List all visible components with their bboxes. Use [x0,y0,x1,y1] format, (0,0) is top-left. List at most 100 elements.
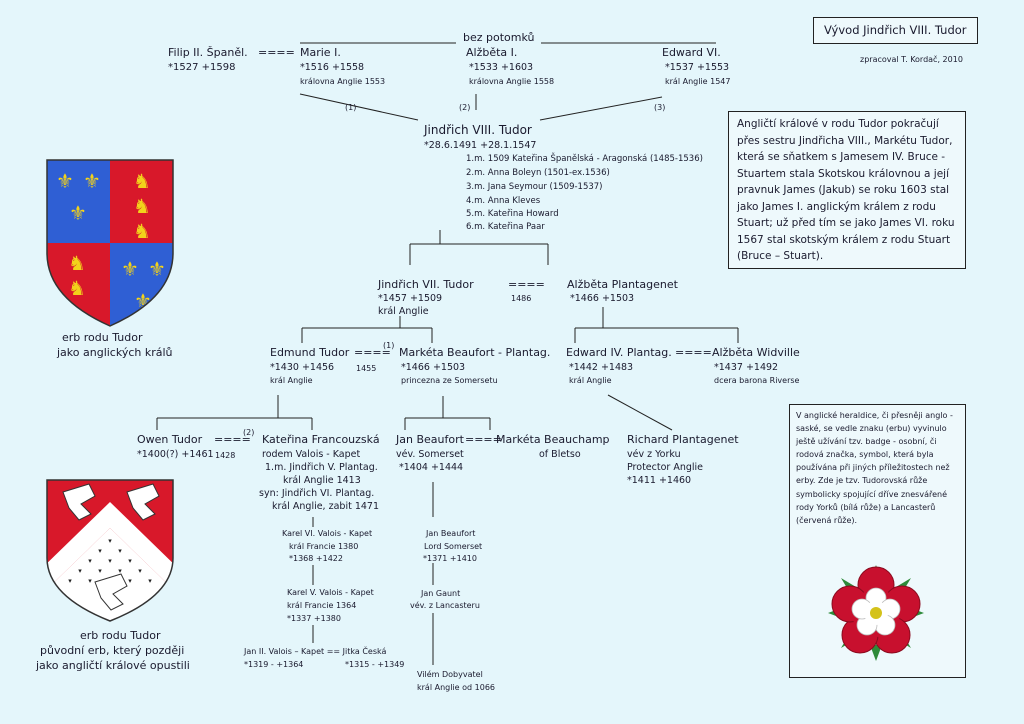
richard-name: Richard Plantagenet [627,433,739,446]
margaret-beaufort-name: Markéta Beaufort - Plantag. [399,346,551,359]
charles5-name: Karel V. Valois - Kapet [287,588,374,597]
tudor-royal-arms-shield: ⚜⚜⚜ ⚜⚜⚜ ♞♞♞ ♞♞♞ [46,159,174,327]
svg-text:▾: ▾ [118,547,122,555]
edmund-dates: *1430 +1456 [270,362,335,373]
tudor-rose-icon [828,565,924,661]
svg-text:▾: ▾ [128,577,132,585]
elizabeth-york-dates: *1466 +1503 [570,293,635,304]
alzbeta-num: (2) [459,103,471,112]
arms1-caption-line1: erb rodu Tudor [62,331,143,344]
edward4-name: Edward IV. Plantag. [566,346,672,359]
henry7-dates: *1457 +1509 [378,293,443,304]
jb-lord-title: Lord Somerset [424,542,483,551]
henry8-wife-6: 6.m. Kateřina Paar [466,222,545,232]
woodville-title: dcera barona Riverse [714,376,800,385]
edmund-marriage: ==== [354,346,391,359]
edmund-marriage-num: (1) [383,341,395,350]
marie-num: (1) [345,103,357,112]
edward4-title: král Anglie [569,376,612,385]
henry8-dates: *28.6.1491 +28.1.1547 [424,140,537,151]
svg-text:⚜: ⚜ [83,169,101,193]
alzbeta-title: královna Anglie 1558 [469,77,555,86]
svg-text:▾: ▾ [128,557,132,565]
stuart-info-box: Angličtí králové v rodu Tudor pokračují … [728,111,966,269]
margaret-beaufort-title: princezna ze Somersetu [401,376,498,385]
katherine-valois-line2: 1.m. Jindřich V. Plantag. [265,462,378,473]
owen-marriage-num: (2) [243,428,255,437]
marriage-sign: ==== [258,46,295,59]
henry7-title: král Anglie [378,306,429,317]
owen-name: Owen Tudor [137,433,203,446]
owen-marriage: ==== [214,433,251,446]
tudor-original-arms-shield: ▾▾▾ ▾▾▾ ▾▾▾▾ ▾▾▾▾▾ [46,479,174,622]
katherine-valois-line4: syn: Jindřich VI. Plantag. [259,488,375,499]
svg-text:▾: ▾ [68,577,72,585]
gaunt-name: Jan Gaunt [421,589,461,598]
richard-line2: Protector Anglie [627,462,703,473]
svg-text:♞: ♞ [133,169,151,193]
svg-text:⚜: ⚜ [69,201,87,225]
marie-name: Marie I. [300,46,341,59]
alzbeta-dates: *1533 +1603 [469,62,534,73]
jb-lord-name: Jan Beaufort [426,529,476,538]
woodville-name: Alžběta Widville [712,346,800,359]
svg-text:♞: ♞ [68,251,86,275]
jb-lord-dates: *1371 +1410 [423,554,477,563]
henry7-marriage: ==== [508,278,545,291]
henry8-wife-2: 2.m. Anna Boleyn (1501-ex.1536) [466,168,610,178]
tudor-rose-box: V anglické heraldice, či přesněji anglo … [789,404,966,678]
svg-text:▾: ▾ [118,567,122,575]
henry8-name: Jindřich VIII. Tudor [424,123,532,137]
john-beaufort-marriage: ==== [465,433,502,446]
margaret-beauchamp-name: Markéta Beauchamp [496,433,610,446]
john-beaufort-dates: *1404 +1444 [399,462,464,473]
henry8-wife-3: 3.m. Jana Seymour (1509-1537) [466,182,603,192]
richard-dates: *1411 +1460 [627,475,692,486]
margaret-beauchamp-title: of Bletso [539,449,581,460]
svg-text:▾: ▾ [98,547,102,555]
henry8-wife-5: 5.m. Kateřina Howard [466,209,559,219]
edward4-dates: *1442 +1483 [569,362,634,373]
filip-dates: *1527 +1598 [168,62,236,73]
charles6-name: Karel VI. Valois - Kapet [282,529,373,538]
richard-line1: vév z Yorku [627,449,681,460]
chart-title: Vývod Jindřich VIII. Tudor [824,23,967,37]
arms1-caption-line2: jako anglických králů [57,346,173,359]
svg-text:▾: ▾ [88,577,92,585]
svg-text:♞: ♞ [68,301,86,325]
title-box: Vývod Jindřich VIII. Tudor [813,17,978,44]
svg-text:▾: ▾ [98,567,102,575]
elizabeth-york-name: Alžběta Plantagenet [567,278,678,291]
alzbeta-name: Alžběta I. [466,46,518,59]
gaunt-title: vév. z Lancasteru [410,601,480,610]
arms2-caption-line2: původní erb, který později [40,644,185,657]
svg-text:▾: ▾ [138,567,142,575]
tudor-rose-text: V anglické heraldice, či přesněji anglo … [796,411,953,525]
author-credit: zpracoval T. Kordač, 2010 [860,55,963,64]
henry7-name: Jindřich VII. Tudor [378,278,474,291]
henry7-marriage-year: 1486 [511,294,532,303]
marie-title: královna Anglie 1553 [300,77,386,86]
svg-text:♞: ♞ [133,194,151,218]
william-name: Vilém Dobyvatel [417,670,483,679]
edmund-name: Edmund Tudor [270,346,350,359]
edward4-marriage: ==== [675,346,712,359]
charles5-dates: *1337 +1380 [287,614,341,623]
edmund-title: král Anglie [270,376,313,385]
john-beaufort-name: Jan Beaufort [396,433,464,446]
charles5-title: král Francie 1364 [287,601,357,610]
filip-name: Filip II. Španěl. [168,46,248,59]
henry8-wife-1: 1.m. 1509 Kateřina Španělská - Aragonská… [466,154,703,164]
svg-text:▾: ▾ [108,557,112,565]
arms2-caption-line1: erb rodu Tudor [80,629,161,642]
svg-text:⚜: ⚜ [148,257,166,281]
svg-text:⚜: ⚜ [121,257,139,281]
svg-text:▾: ▾ [108,537,112,545]
edward6-num: (3) [654,103,666,112]
edward6-name: Edward VI. [662,46,721,59]
arms2-caption-line3: jako angličtí králové opustili [36,659,190,672]
svg-text:▾: ▾ [78,567,82,575]
owen-dates: *1400(?) +1461 [137,449,214,460]
william-title: král Anglie od 1066 [417,683,495,692]
